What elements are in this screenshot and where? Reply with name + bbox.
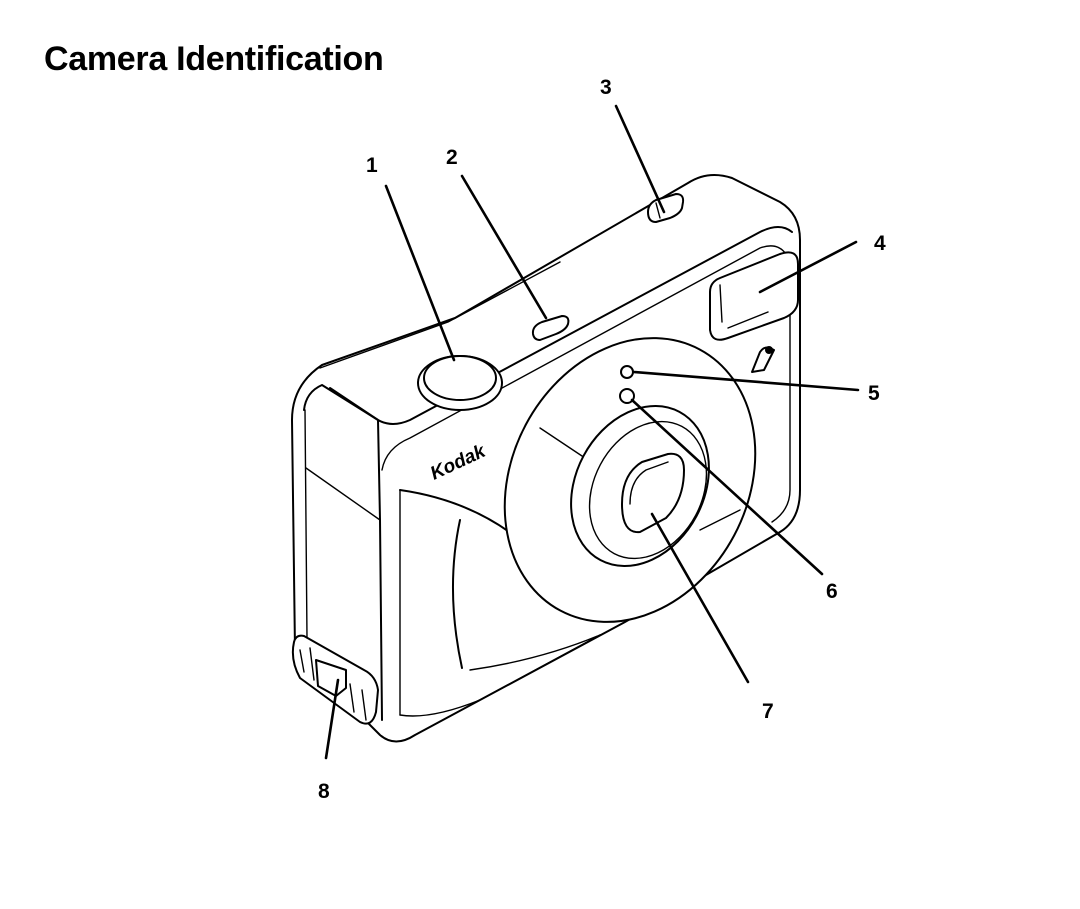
page-title: Camera Identification (44, 40, 384, 78)
self-timer-light (620, 365, 634, 379)
leader-4 (758, 240, 858, 294)
callout-2: 2 (446, 146, 458, 169)
leader-8 (324, 678, 340, 760)
callout-7: 7 (762, 700, 774, 723)
callout-1: 1 (366, 154, 378, 177)
callout-3: 3 (600, 76, 612, 99)
leader-7 (650, 512, 750, 684)
callout-4: 4 (874, 232, 886, 255)
top-switch (647, 193, 685, 223)
callout-numbers: 1 2 3 4 5 6 7 8 (318, 76, 886, 803)
light-sensor (619, 388, 635, 404)
leader-5 (632, 370, 860, 392)
viewfinder-window (709, 251, 799, 341)
leader-6 (630, 398, 824, 576)
callout-6: 6 (826, 580, 838, 603)
shutter-button (417, 355, 503, 411)
leader-1 (384, 184, 456, 362)
lens-assembly (503, 337, 757, 623)
callout-8: 8 (318, 780, 330, 803)
leader-3 (614, 104, 666, 214)
leader-2 (460, 174, 548, 320)
flash-mode-icon (751, 346, 775, 373)
callout-5: 5 (868, 382, 880, 405)
film-advance-wheel (291, 634, 379, 725)
leader-lines (324, 104, 860, 760)
ready-light (531, 315, 570, 341)
